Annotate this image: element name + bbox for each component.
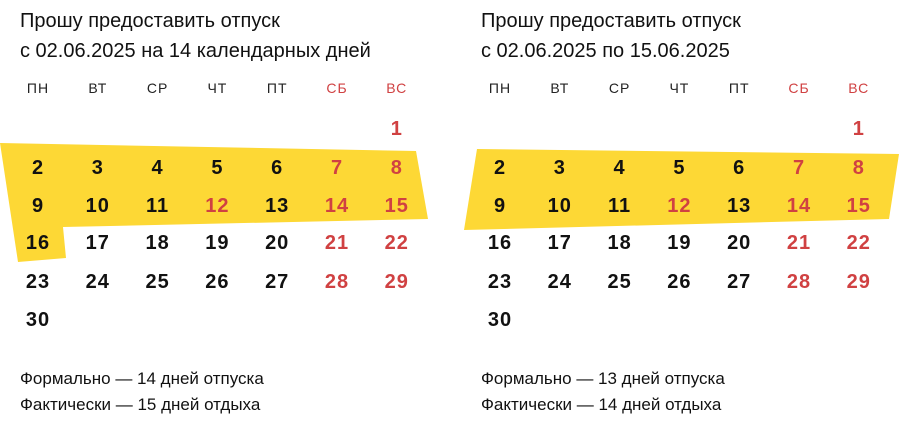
calendar-day: 10	[548, 195, 572, 217]
calendar-day: 4	[614, 157, 626, 179]
calendar-day: 5	[673, 157, 685, 179]
calendar-day: 29	[385, 271, 409, 293]
calendar-day: 14	[325, 195, 349, 217]
weekday-header: ЧТ	[669, 80, 689, 96]
calendar-day: 2	[32, 157, 44, 179]
weekday-header: СБ	[326, 80, 347, 96]
calendar-day: 11	[608, 195, 631, 217]
weekday-header: ВС	[848, 80, 869, 96]
calendar-day: 23	[26, 271, 50, 293]
calendar-day: 25	[145, 271, 169, 293]
calendar-day: 6	[271, 157, 283, 179]
calendar-day: 10	[86, 195, 110, 217]
weekday-header: ВС	[386, 80, 407, 96]
weekday-header: ПН	[489, 80, 511, 96]
calendar-day: 25	[607, 271, 631, 293]
calendar-day: 17	[86, 232, 110, 254]
calendar-left: Прошу предоставить отпуск с 02.06.2025 н…	[0, 10, 428, 414]
calendar-day: 26	[205, 271, 229, 293]
calendar-day: 15	[847, 195, 871, 217]
calendar-day: 9	[494, 195, 506, 217]
note-actual: Фактически — 14 дней отдыха	[481, 395, 722, 414]
calendar-day: 17	[548, 232, 572, 254]
calendar-day: 11	[146, 195, 169, 217]
calendar-day: 18	[145, 232, 169, 254]
calendar-day: 4	[152, 157, 164, 179]
weekday-header: СР	[147, 80, 168, 96]
calendar-day: 14	[787, 195, 811, 217]
weekday-header: ПТ	[729, 80, 750, 96]
weekday-header: ПН	[27, 80, 49, 96]
calendar-day: 21	[787, 232, 811, 254]
calendar-day: 7	[331, 157, 343, 179]
calendar-day: 24	[548, 271, 572, 293]
calendar-day: 9	[32, 195, 44, 217]
note-formal: Формально — 13 дней отпуска	[481, 369, 725, 388]
calendar-day: 30	[26, 309, 50, 331]
calendar-day: 19	[667, 232, 691, 254]
calendar-right: Прошу предоставить отпуск с 02.06.2025 п…	[464, 10, 899, 414]
weekday-header: ПТ	[267, 80, 288, 96]
weekday-header: СР	[609, 80, 630, 96]
calendar-day: 26	[667, 271, 691, 293]
weekday-header: ЧТ	[207, 80, 227, 96]
weekday-header: ВТ	[88, 80, 107, 96]
calendar-day: 27	[265, 271, 289, 293]
calendar-day: 29	[847, 271, 871, 293]
calendar-day: 20	[727, 232, 751, 254]
vacation-highlight	[464, 149, 899, 230]
calendar-day: 21	[325, 232, 349, 254]
calendar-day: 3	[554, 157, 566, 179]
calendar-day: 8	[853, 157, 865, 179]
calendar-day: 12	[667, 195, 691, 217]
weekday-header: ВТ	[550, 80, 569, 96]
calendar-day: 20	[265, 232, 289, 254]
calendar-day: 3	[92, 157, 104, 179]
calendar-day: 22	[385, 232, 409, 254]
vacation-highlight	[0, 143, 428, 262]
calendar-day: 28	[787, 271, 811, 293]
calendar-day: 1	[853, 118, 865, 140]
calendar-day: 8	[391, 157, 403, 179]
calendar-day: 22	[847, 232, 871, 254]
calendar-day: 28	[325, 271, 349, 293]
calendar-title-line2: с 02.06.2025 по 15.06.2025	[481, 40, 730, 62]
calendar-day: 15	[385, 195, 409, 217]
calendar-day: 30	[488, 309, 512, 331]
calendar-day: 27	[727, 271, 751, 293]
calendar-day: 6	[733, 157, 745, 179]
calendar-day: 19	[205, 232, 229, 254]
calendar-day: 13	[727, 195, 751, 217]
note-actual: Фактически — 15 дней отдыха	[20, 395, 261, 414]
calendar-title-line1: Прошу предоставить отпуск	[20, 10, 280, 32]
calendar-title-line2: с 02.06.2025 на 14 календарных дней	[20, 40, 371, 62]
calendar-day: 16	[488, 232, 512, 254]
note-formal: Формально — 14 дней отпуска	[20, 369, 264, 388]
weekday-header: СБ	[788, 80, 809, 96]
calendar-day: 18	[607, 232, 631, 254]
calendar-day: 5	[211, 157, 223, 179]
calendar-title-line1: Прошу предоставить отпуск	[481, 10, 741, 32]
calendar-day: 23	[488, 271, 512, 293]
calendar-day: 1	[391, 118, 403, 140]
calendar-day: 13	[265, 195, 289, 217]
calendar-day: 16	[26, 232, 50, 254]
calendar-day: 24	[86, 271, 110, 293]
calendar-day: 12	[205, 195, 229, 217]
calendar-day: 2	[494, 157, 506, 179]
calendar-day: 7	[793, 157, 805, 179]
